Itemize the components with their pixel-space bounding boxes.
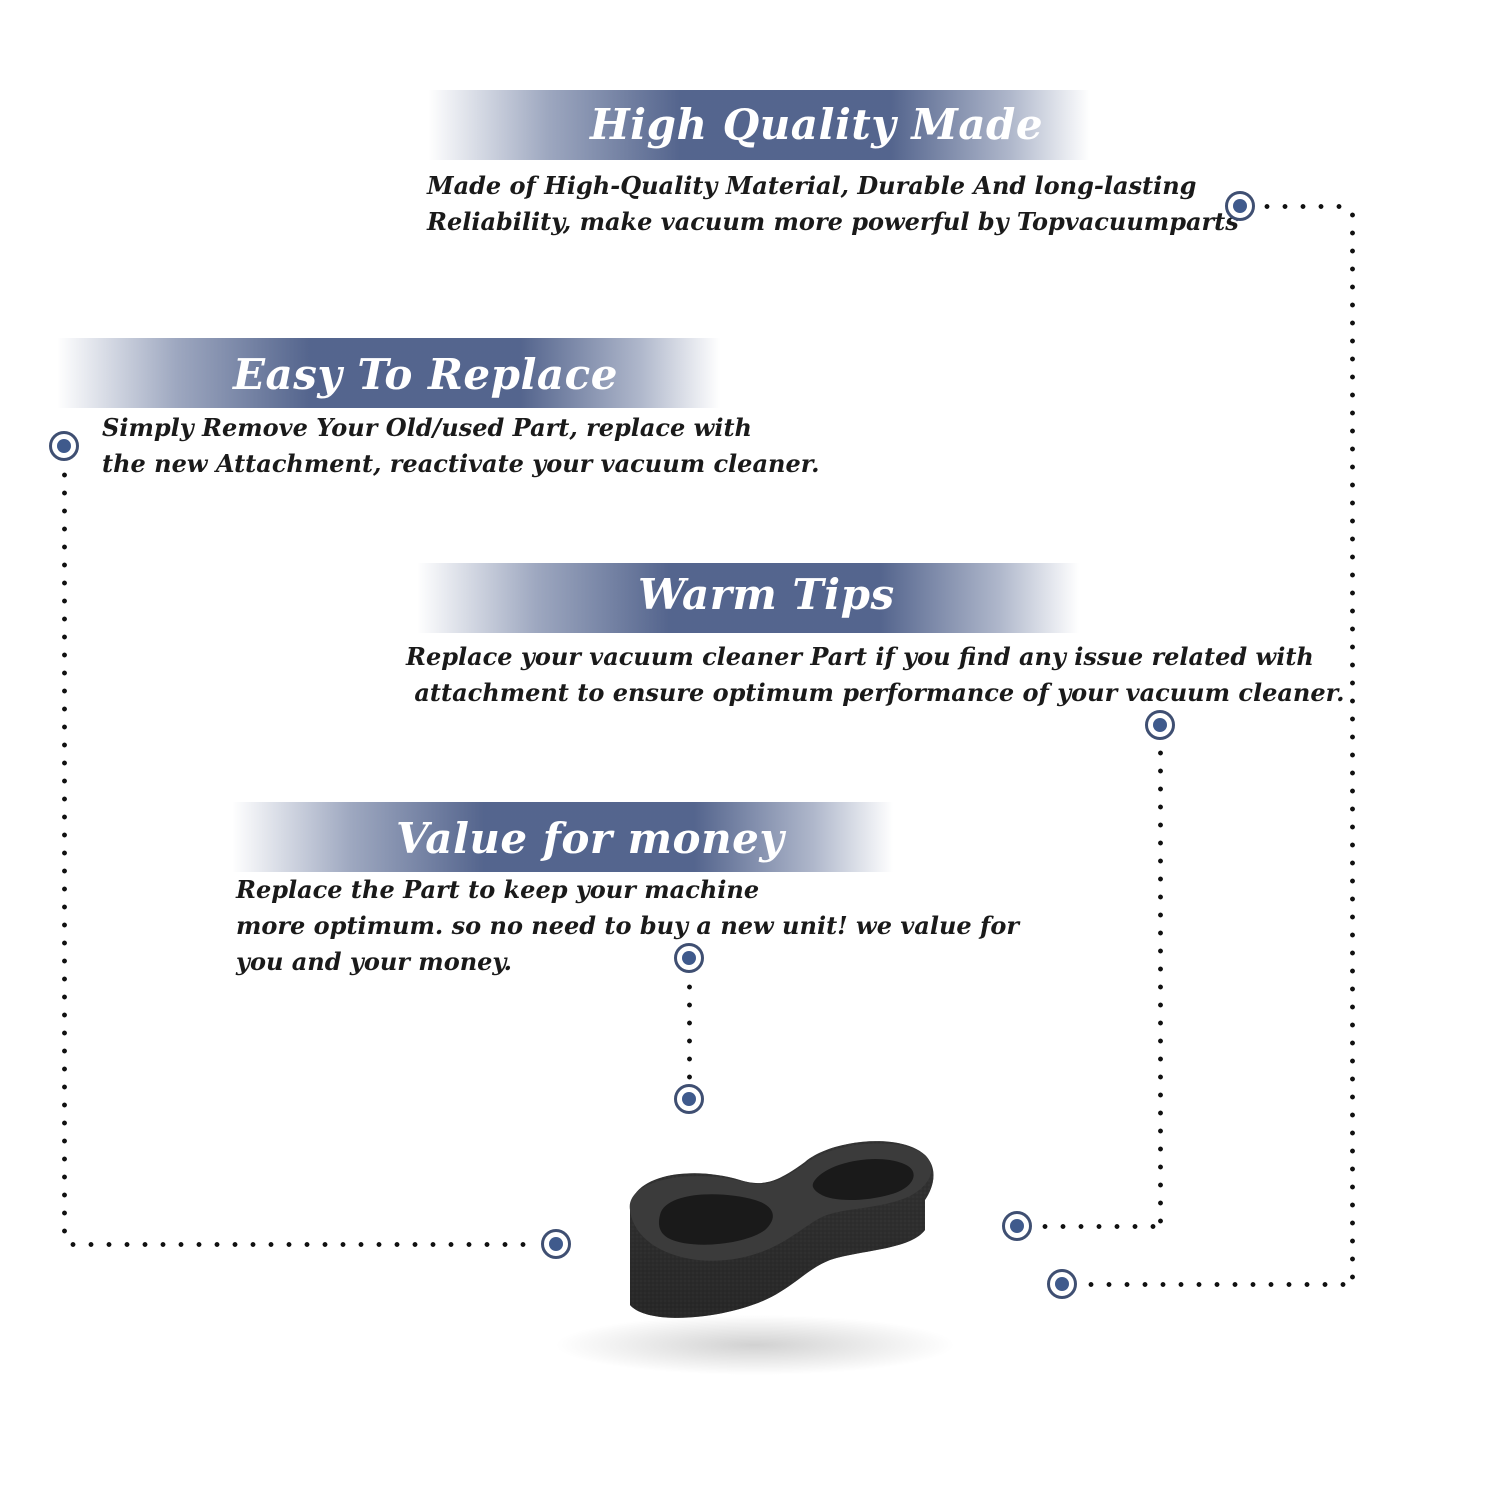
marker-value-money xyxy=(674,943,704,973)
banner-value-money xyxy=(232,802,893,872)
connector-top-right-h xyxy=(1258,204,1354,209)
marker-product-top xyxy=(674,1084,704,1114)
title-warm-tips: Warm Tips xyxy=(638,570,895,619)
desc-warm-tips: Replace your vacuum cleaner Part if you … xyxy=(406,639,1344,711)
marker-easy-replace xyxy=(49,431,79,461)
desc-high-quality: Made of High-Quality Material, Durable A… xyxy=(427,168,1239,240)
desc-value-money: Replace the Part to keep your machine mo… xyxy=(236,872,1019,980)
desc-line: the new Attachment, reactivate your vacu… xyxy=(102,449,820,478)
title-easy-replace: Easy To Replace xyxy=(233,350,618,399)
marker-product-right xyxy=(1002,1211,1032,1241)
connector-tips-v xyxy=(1158,744,1163,1228)
connector-bottom-right-h xyxy=(1082,1282,1354,1287)
banner-high-quality xyxy=(428,90,1090,160)
connector-tips-h xyxy=(1036,1224,1162,1229)
desc-line: more optimum. so no need to buy a new un… xyxy=(236,911,1019,940)
marker-product-bottom-right xyxy=(1047,1269,1077,1299)
desc-line: Replace the Part to keep your machine xyxy=(236,875,760,904)
connector-left-v xyxy=(62,466,67,1246)
desc-line: Replace your vacuum cleaner Part if you … xyxy=(406,642,1314,671)
desc-easy-replace: Simply Remove Your Old/used Part, replac… xyxy=(102,410,820,482)
connector-left-h xyxy=(64,1242,538,1247)
marker-high-quality xyxy=(1225,191,1255,221)
foam-filter-image xyxy=(555,1141,955,1375)
title-value-money: Value for money xyxy=(396,814,785,863)
desc-line: Reliability, make vacuum more powerful b… xyxy=(427,207,1239,236)
banner-easy-replace xyxy=(57,338,720,408)
desc-line: attachment to ensure optimum performance… xyxy=(406,678,1345,707)
marker-warm-tips xyxy=(1145,710,1175,740)
marker-product-left xyxy=(541,1229,571,1259)
desc-line: Simply Remove Your Old/used Part, replac… xyxy=(102,413,752,442)
connector-right-v xyxy=(1350,206,1355,1286)
product-shadow xyxy=(555,1315,955,1375)
product-hole-left xyxy=(658,1194,773,1245)
connector-value-v xyxy=(687,978,692,1082)
desc-line: you and your money. xyxy=(236,947,512,976)
banner-warm-tips xyxy=(417,563,1079,633)
title-high-quality: High Quality Made xyxy=(590,100,1044,149)
desc-line: Made of High-Quality Material, Durable A… xyxy=(427,171,1197,200)
product-hole-right xyxy=(812,1158,914,1200)
